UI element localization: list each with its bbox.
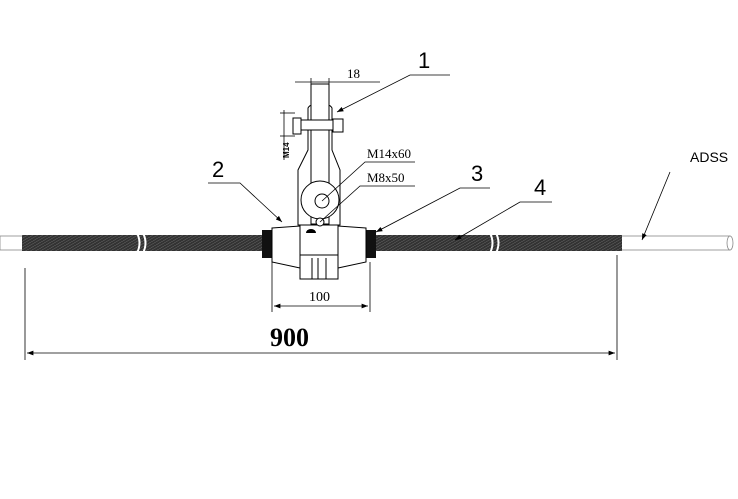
clamp-body [271,217,367,280]
shackle [292,83,344,227]
rubber-insert-right [364,230,376,258]
cable-label-adss: ADSS [690,149,728,165]
dim-900-label: 900 [270,323,309,352]
dim-clamp-length [271,262,371,312]
dim-m14-label: M14 [282,142,291,158]
brand-logo-icon [306,229,316,233]
dim-total-length [24,255,618,360]
dim-100-label: 100 [309,290,330,305]
bolt-m14x60-label: M14x60 [367,146,411,161]
dim-shackle-width [295,78,380,84]
rubber-insert-left [262,230,274,258]
part-label-3: 3 [471,161,483,186]
bolt-m8x50-label: M8x50 [367,170,405,185]
dim-18-label: 18 [347,66,360,81]
part-label-2: 2 [212,157,224,182]
part-label-1: 1 [418,48,430,73]
part-label-4: 4 [534,175,546,200]
armor-rods [22,232,622,254]
